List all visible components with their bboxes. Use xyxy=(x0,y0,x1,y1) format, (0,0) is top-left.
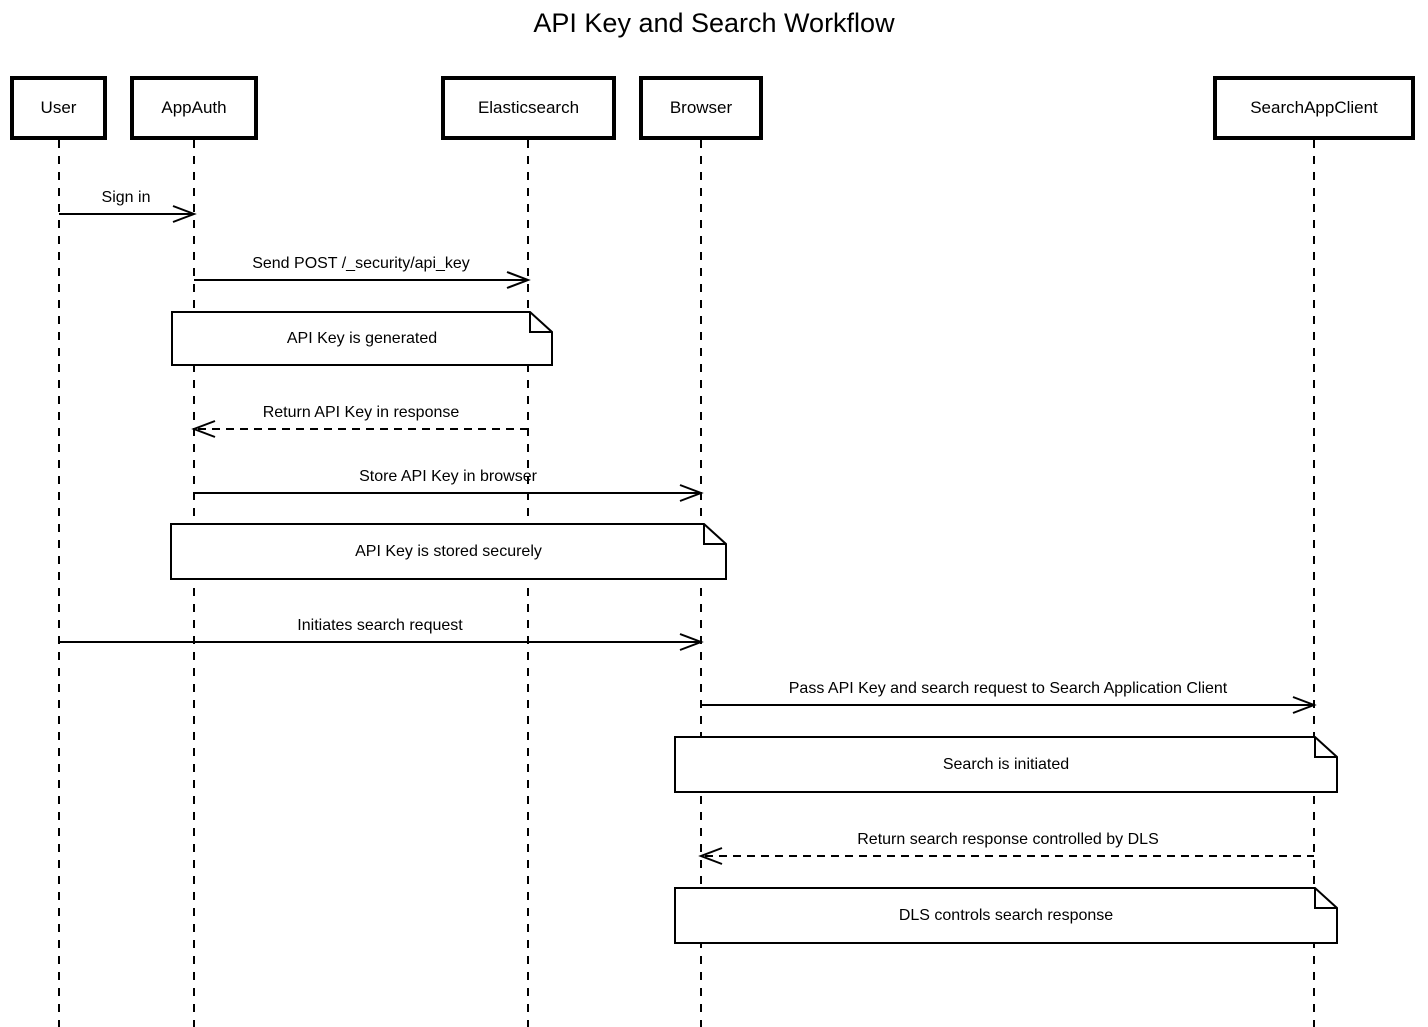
note-search-initiated xyxy=(674,736,1338,793)
message-label-return-api-key: Return API Key in response xyxy=(262,404,460,421)
message-label-initiates-search: Initiates search request xyxy=(297,617,463,634)
arrowhead-pass-api-key xyxy=(1292,696,1317,714)
note-search-initiated-fold xyxy=(1314,737,1337,758)
participant-browser: Browser xyxy=(639,76,763,140)
note-text-search-initiated: Search is initiated xyxy=(942,755,1070,773)
message-label-return-search-response: Return search response controlled by DLS xyxy=(857,831,1159,848)
arrowhead-initiates-search xyxy=(679,633,704,651)
note-text-api-key-generated: API Key is generated xyxy=(286,329,438,347)
participant-elasticsearch-label: Elasticsearch xyxy=(477,98,580,117)
note-dls-controls xyxy=(674,887,1338,944)
note-text-api-key-stored: API Key is stored securely xyxy=(355,542,542,560)
participant-elasticsearch: Elasticsearch xyxy=(441,76,616,140)
message-label-pass-api-key: Pass API Key and search request to Searc… xyxy=(788,680,1228,697)
participant-browser-label: Browser xyxy=(669,98,733,117)
note-api-key-stored-fold xyxy=(703,524,726,545)
message-label-sign-in: Sign in xyxy=(101,189,151,206)
participant-appauth: AppAuth xyxy=(130,76,258,140)
diagram-title: API Key and Search Workflow xyxy=(533,8,895,38)
participant-user: User xyxy=(10,76,107,140)
message-label-store-api-key: Store API Key in browser xyxy=(359,468,537,485)
participant-searchappclient-label: SearchAppClient xyxy=(1250,98,1378,117)
participant-user-label: User xyxy=(40,98,77,117)
note-text-dls-controls: DLS controls search response xyxy=(898,906,1114,924)
arrowhead-store-api-key xyxy=(679,484,704,502)
note-api-key-generated xyxy=(171,311,553,366)
arrowhead-return-search-response xyxy=(698,847,723,865)
arrowhead-send-post xyxy=(506,271,531,289)
arrowhead-sign-in xyxy=(172,205,197,223)
participant-searchappclient: SearchAppClient xyxy=(1213,76,1415,140)
note-dls-controls-fold xyxy=(1314,888,1337,909)
note-api-key-stored xyxy=(170,523,727,580)
message-label-send-post: Send POST /_security/api_key xyxy=(252,255,470,272)
participant-appauth-label: AppAuth xyxy=(161,98,227,117)
arrowhead-return-api-key xyxy=(191,420,216,438)
note-api-key-generated-fold xyxy=(529,312,552,333)
